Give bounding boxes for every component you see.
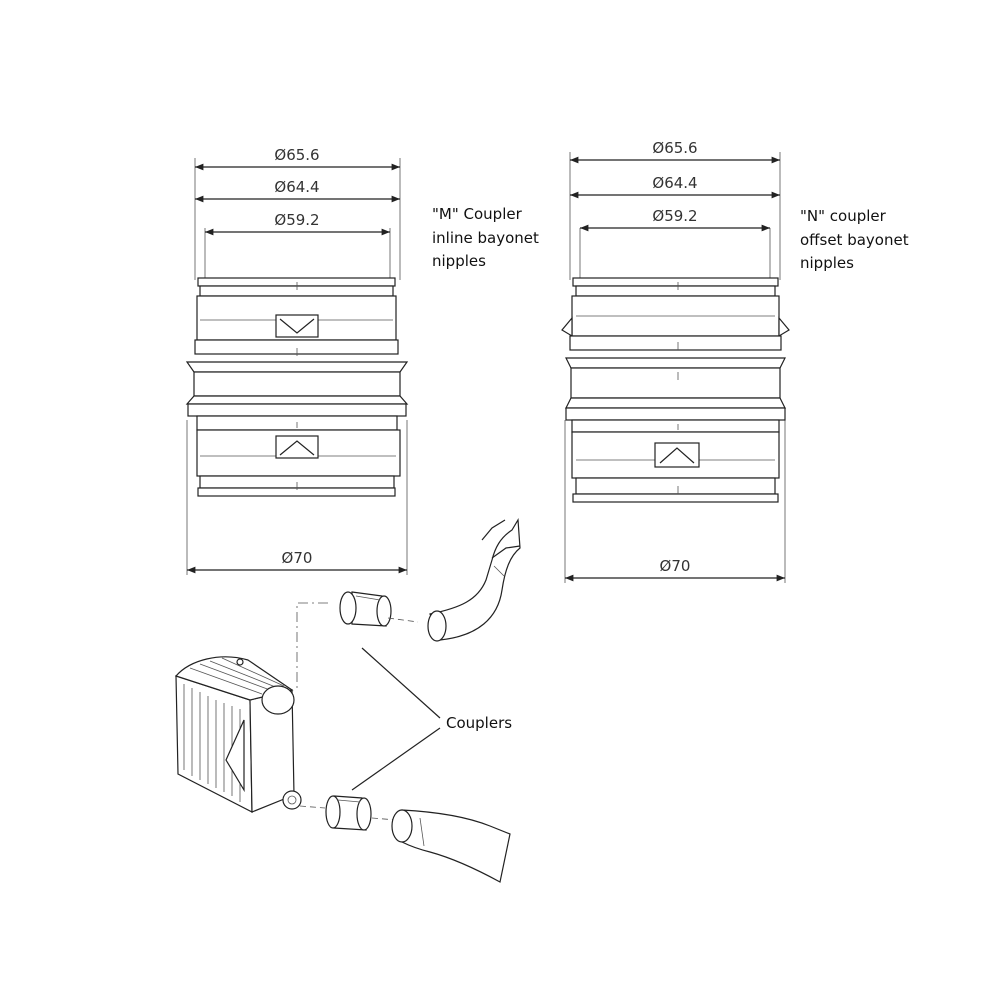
- top-coupler-sleeve: [339, 591, 392, 627]
- couplers-callout: Couplers: [446, 714, 512, 732]
- intercooler-core: [174, 656, 302, 813]
- coupler-m-dim-inner: Ø59.2: [205, 211, 390, 236]
- bottom-coupler-sleeve: [325, 795, 372, 831]
- bottom-hose: [391, 809, 511, 883]
- coupler-m-bayonet-nipple-bottom: [275, 435, 319, 459]
- coupler-m-label-line3: nipples: [432, 252, 486, 270]
- coupler-m-dim-mid: Ø64.4: [195, 178, 400, 203]
- coupler-m-dim-outer: Ø65.6: [195, 146, 400, 171]
- coupler-n-dim-inner: Ø59.2: [580, 207, 770, 232]
- coupler-m-dim-base-text: Ø70: [282, 549, 313, 567]
- coupler-m-drawing: Ø65.6 Ø64.4 Ø59.2 Ø70: [185, 146, 409, 575]
- coupler-n-dim-outer: Ø65.6: [570, 139, 780, 164]
- coupler-n-label-line3: nipples: [800, 254, 854, 272]
- coupler-m-bayonet-nipple-top: [275, 314, 319, 338]
- coupler-n-dim-mid: Ø64.4: [570, 174, 780, 199]
- coupler-n-label-line1: "N" coupler: [800, 207, 887, 225]
- coupler-n-dim-base: Ø70: [565, 557, 785, 582]
- coupler-m-dim-inner-text: Ø59.2: [274, 211, 319, 229]
- coupler-n-label-line2: offset bayonet: [800, 231, 909, 249]
- coupler-m-label: "M" Coupler inline bayonet nipples: [432, 205, 539, 270]
- coupler-m-dim-mid-text: Ø64.4: [274, 178, 319, 196]
- coupler-n-drawing: Ø65.6 Ø64.4 Ø59.2 Ø70: [561, 139, 790, 583]
- coupler-n-bayonet-nipple: [654, 442, 700, 468]
- coupler-n-dim-outer-text: Ø65.6: [652, 139, 697, 157]
- callout-leader-bottom: [351, 727, 441, 791]
- top-hose: [427, 518, 521, 642]
- callout-leader-top: [361, 647, 441, 719]
- coupler-n-label: "N" coupler offset bayonet nipples: [800, 207, 909, 272]
- coupler-m-label-line1: "M" Coupler: [432, 205, 523, 223]
- coupler-n-dim-base-text: Ø70: [660, 557, 691, 575]
- coupler-n-dim-inner-text: Ø59.2: [652, 207, 697, 225]
- assembly-drawing: Couplers: [174, 518, 521, 883]
- coupler-m-dim-base: Ø70: [187, 549, 407, 574]
- coupler-m-label-line2: inline bayonet: [432, 229, 539, 247]
- coupler-n-dim-mid-text: Ø64.4: [652, 174, 697, 192]
- coupler-m-dim-outer-text: Ø65.6: [274, 146, 319, 164]
